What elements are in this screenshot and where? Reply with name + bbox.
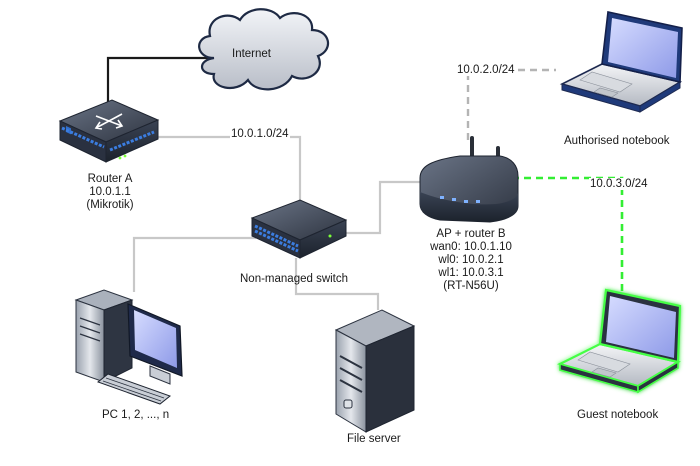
guest-notebook-label: Guest notebook	[577, 409, 659, 421]
ap-router-label: AP + router B wan0: 10.0.1.10 wl0: 10.0.…	[416, 228, 526, 293]
lan-link-pcs	[132, 236, 256, 292]
ap-router-wl1: wl1: 10.0.3.1	[438, 267, 504, 279]
guest-notebook-icon	[556, 288, 682, 394]
router-a-icon	[58, 99, 160, 163]
lan-link-router-a	[150, 135, 302, 210]
lan-link-server	[294, 258, 380, 310]
file-server-icon	[334, 309, 416, 433]
router-a-label: Router A 10.0.1.1 (Mikrotik)	[78, 173, 142, 212]
ap-router-model: (RT-N56U)	[443, 280, 499, 292]
pc-icon	[74, 289, 183, 405]
wan-link	[106, 56, 210, 110]
router-a-model: (Mikrotik)	[86, 199, 134, 211]
ap-router-wan0: wan0: 10.0.1.10	[430, 241, 512, 253]
ap-router-wl0: wl0: 10.0.2.1	[438, 254, 504, 266]
wl0-link	[466, 68, 556, 140]
authorised-notebook-label: Authorised notebook	[564, 135, 670, 147]
switch-icon	[250, 199, 348, 259]
switch-label: Non-managed switch	[240, 273, 349, 285]
internet-label: Internet	[232, 48, 271, 60]
internet-cloud	[198, 8, 329, 91]
wl0-network-label: 10.0.2.0/24	[456, 64, 516, 76]
wl1-link	[512, 176, 624, 292]
wl1-network-label: 10.0.3.0/24	[589, 178, 649, 190]
lan-network-label: 10.0.1.0/24	[230, 128, 290, 140]
ap-router-name: AP + router B	[436, 228, 506, 240]
file-server-label: File server	[347, 433, 401, 445]
router-a-ip: 10.0.1.1	[89, 186, 131, 198]
pcs-label: PC 1, 2, ..., n	[102, 409, 170, 421]
lan-link-ap	[338, 180, 422, 235]
router-a-name: Router A	[87, 173, 133, 185]
links	[106, 56, 624, 310]
authorised-notebook-icon	[559, 11, 683, 113]
ap-router-icon	[419, 136, 519, 223]
